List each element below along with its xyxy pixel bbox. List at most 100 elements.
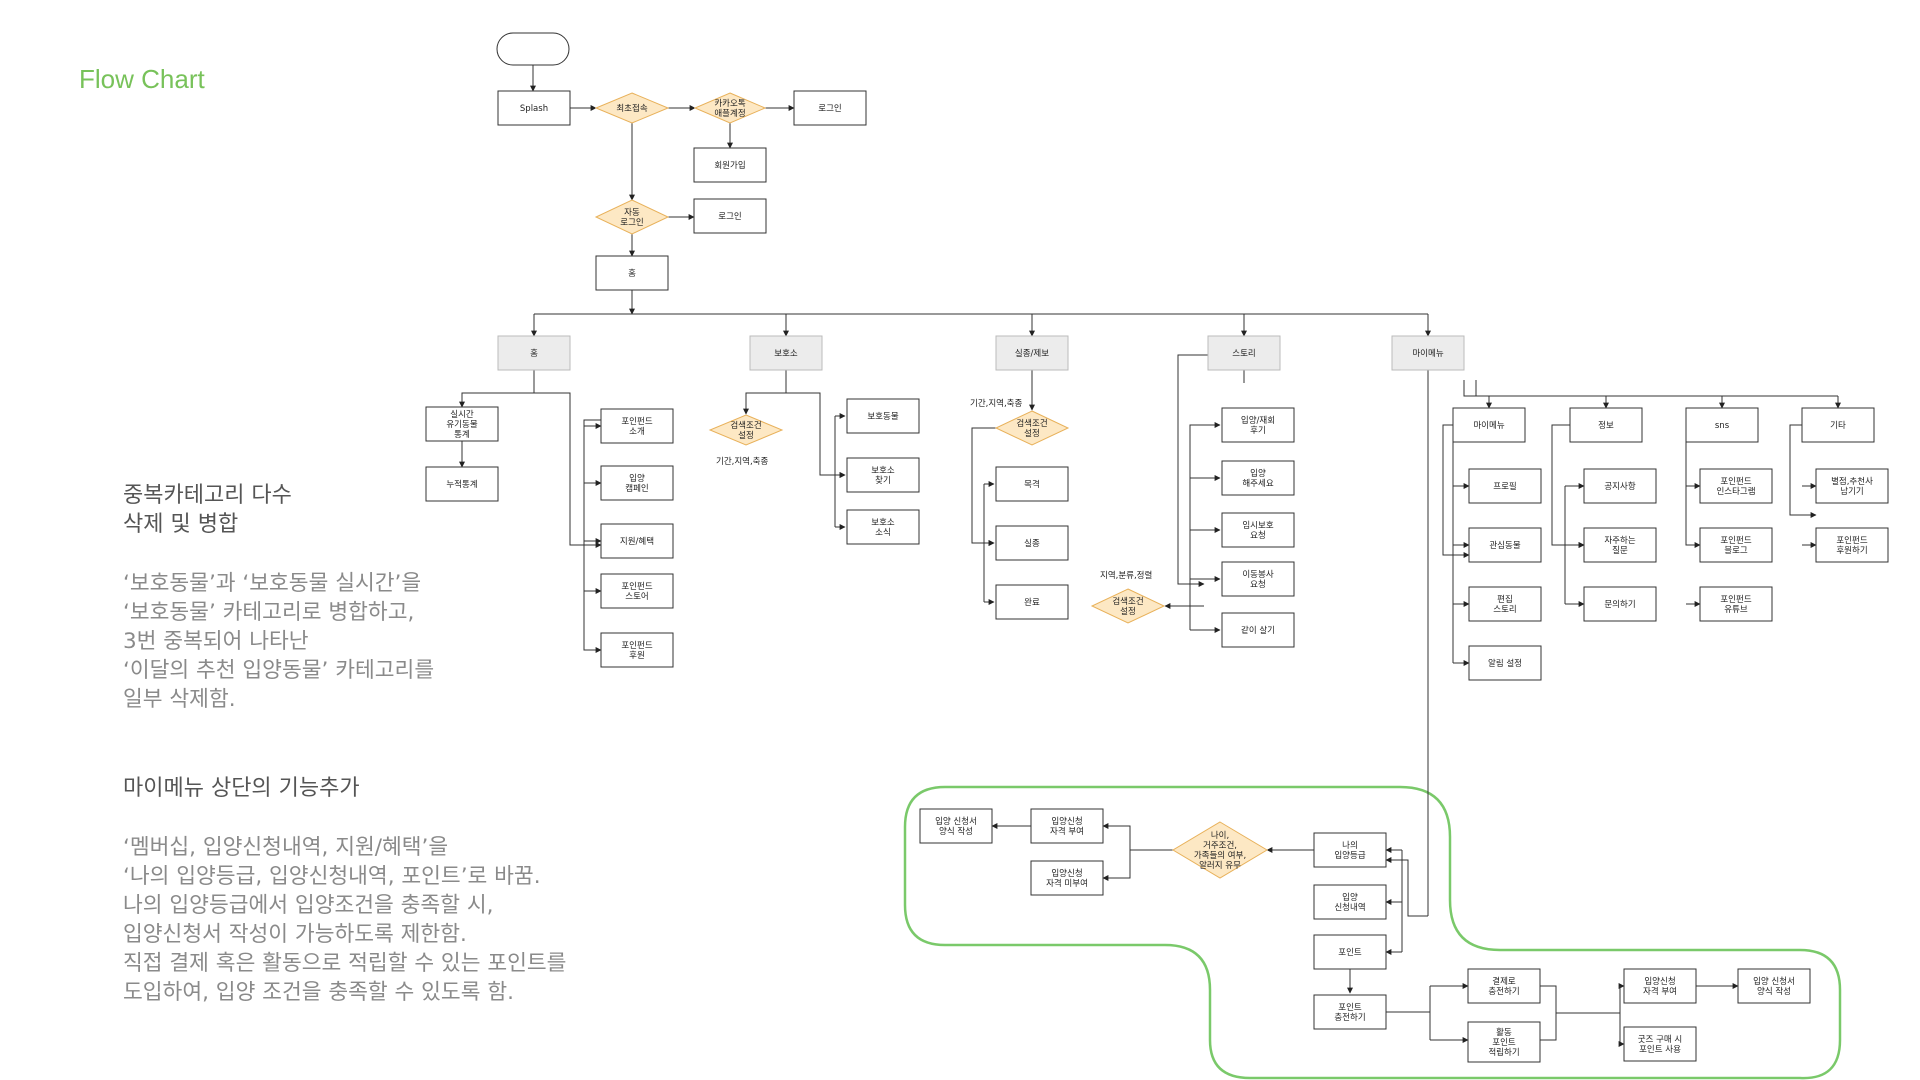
point-result-1 [1623,1026,1697,1062]
decision-shelter [708,414,784,446]
mymenu-child-2 [1468,586,1542,622]
node-splash [497,90,571,126]
node-login [793,90,867,126]
node-home-label: 홈 [628,268,636,279]
connector-line [971,427,996,546]
mymenu-child-0-label: 프로필 [1493,481,1516,492]
decision-grade [1172,821,1268,879]
grade-child-1 [1313,884,1387,920]
label-missing-conditions: 기간,지역,축종 [970,398,1023,409]
note-heading: 중복카테고리 다수 삭제 및 병합 [123,483,292,537]
node-login-label: 로그인 [818,103,841,114]
story-child-0 [1221,407,1295,443]
missing-child-2 [995,584,1069,620]
mymenu-child-1 [1468,527,1542,563]
decision-first-access [594,92,670,124]
grade-result-0 [1030,808,1104,844]
highlight-outline [903,785,1842,1080]
mymenu-child-1-label: 관심동물 [1489,540,1520,551]
missing-child-2-label: 완료 [1024,598,1040,608]
missing-child-1 [995,525,1069,561]
connector-line [1102,850,1131,881]
missing-child-1-label: 실종 [1024,538,1040,549]
story-child-3 [1221,561,1295,597]
home-child-0 [425,406,499,442]
decision-kakao [693,92,767,124]
connector-line [1177,354,1208,587]
connector-line [1618,986,1625,1047]
connector-line [1463,380,1838,397]
label-shelter-conditions: 기간,지역,축종 [716,456,769,467]
category-1-label: 보호소 [774,349,798,359]
mymenu-group-0-label: 마이메뉴 [1473,420,1504,431]
etc-child-0 [1815,468,1889,504]
point-final [1737,968,1811,1004]
point-method-0 [1467,968,1541,1004]
node-splash-label: Splash [520,104,548,114]
category-2 [995,335,1069,371]
label-story-conditions: 지역,분류,정렬 [1100,570,1153,581]
node-login-auto [693,198,767,234]
node-login-auto-label: 로그인 [718,211,741,222]
etc-child-1 [1815,527,1889,563]
page-title: Flow Chart [79,64,205,94]
shelter-child-0-label: 보호동물 [867,412,898,422]
connector-line [1102,823,1173,851]
connector-line [534,392,602,548]
shelter-child-1 [846,457,920,493]
point-method-1 [1467,1021,1541,1063]
connector-line [1540,985,1557,1041]
note-body: ‘보호동물’과 ‘보호동물 실시간’을 ‘보호동물’ 카테고리로 병합하고, 3… [123,571,435,712]
mymenu-child-3-label: 알림 설정 [1488,658,1522,669]
grade-result-1 [1030,860,1104,896]
mymenu-group-2 [1685,407,1759,443]
category-3-label: 스토리 [1232,349,1255,359]
home-child-1-label: 누적통계 [446,479,477,490]
grade-child-2 [1313,934,1387,970]
mymenu-group-0 [1452,407,1526,443]
connector-line [1385,857,1428,917]
decision-missing [994,410,1070,446]
home-child-4 [600,523,674,559]
note-heading: 마이메뉴 상단의 기능추가 [123,776,360,801]
category-1 [749,335,823,371]
category-2-label: 실종/제보 [1015,348,1049,359]
missing-child-0 [995,466,1069,502]
note-merge-categories: 중복카테고리 다수 삭제 및 병합 ‘보호동물’과 ‘보호동물 실시간’을 ‘보… [123,481,434,714]
info-child-1 [1583,527,1657,563]
story-child-2 [1221,512,1295,548]
shelter-child-2 [846,509,920,545]
mymenu-group-2-label: sns [1715,421,1730,431]
home-child-4-label: 지원/혜택 [620,536,654,547]
mymenu-group-1-label: 정보 [1598,420,1614,431]
point-charge [1313,994,1387,1030]
info-child-0 [1583,468,1657,504]
decision-story [1090,588,1166,624]
mymenu-group-3-label: 기타 [1830,421,1846,431]
connector-line [1442,424,1470,558]
grade-child-2-label: 포인트 [1338,947,1362,958]
mymenu-child-3 [1468,645,1542,681]
category-3 [1207,335,1281,371]
